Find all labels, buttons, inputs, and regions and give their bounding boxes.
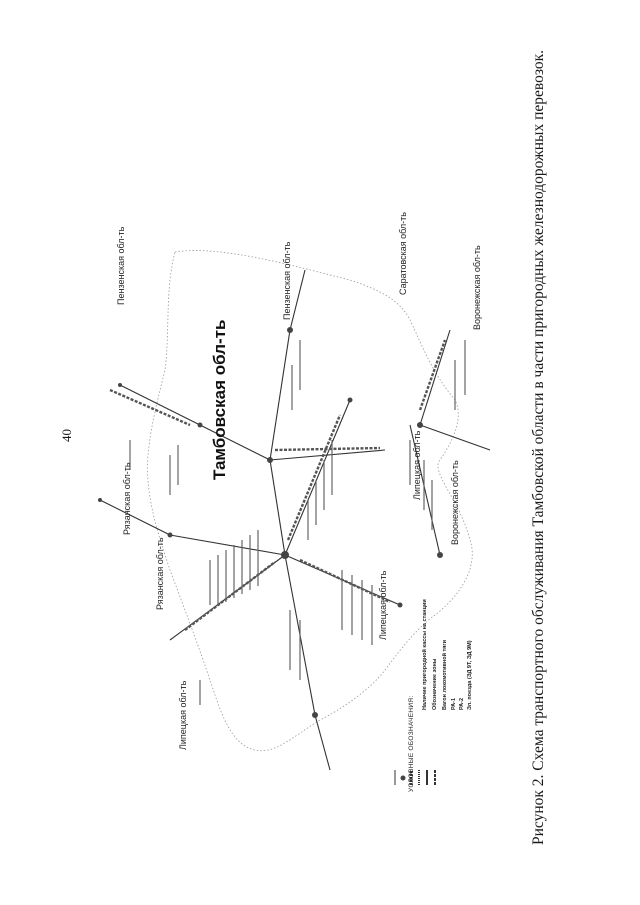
neighbor-ryazan-a: Рязанская обл-ть <box>122 462 132 535</box>
figure-caption: Рисунок 2. Схема транспортного обслужива… <box>530 49 547 845</box>
railway-network-drawing <box>98 250 491 785</box>
neighbor-ryazan-b: Рязанская обл-ть <box>155 537 165 610</box>
neighbor-voronezh-b: Воронежская обл-ть <box>472 245 482 330</box>
neighbor-penza-a: Пензенская обл-ть <box>116 226 126 305</box>
legend-item: Наличие пригородной кассы на станции <box>422 599 428 710</box>
region-border <box>147 250 473 752</box>
neighbor-voronezh-a: Воронежская обл-ть <box>450 460 460 545</box>
legend-item: Обозначение зоны <box>432 658 438 710</box>
region-title: Тамбовская обл-ть <box>210 319 229 480</box>
neighbor-lipetsk-a: Липецкая обл-ть <box>178 680 188 750</box>
neighbor-lipetsk-b: Липецкая обл-ть <box>378 570 388 640</box>
legend-title: УСЛОВНЫЕ ОБОЗНАЧЕНИЯ: <box>408 695 415 792</box>
legend-symbols <box>394 770 436 785</box>
legend-item: РА-1 <box>451 697 457 710</box>
railway-map: Тамбовская обл-ть Липецкая обл-ть Липецк… <box>60 210 510 800</box>
neighbor-penza-b: Пензенская обл-ть <box>282 241 292 320</box>
rail-double-segments <box>109 339 447 631</box>
legend-item: Эл. поезда (ЭД 9Т, ЭД 9М) <box>467 640 473 710</box>
neighbor-lipetsk-c: Липецкая обл-ть <box>412 430 422 500</box>
station-label-ticks <box>129 340 466 705</box>
legend-item: РА-2 <box>459 697 465 710</box>
neighbor-saratov: Саратовская обл-ть <box>398 212 408 295</box>
station-marks <box>98 327 443 718</box>
legend-item: Вагон локомотивной тяги <box>442 639 448 710</box>
